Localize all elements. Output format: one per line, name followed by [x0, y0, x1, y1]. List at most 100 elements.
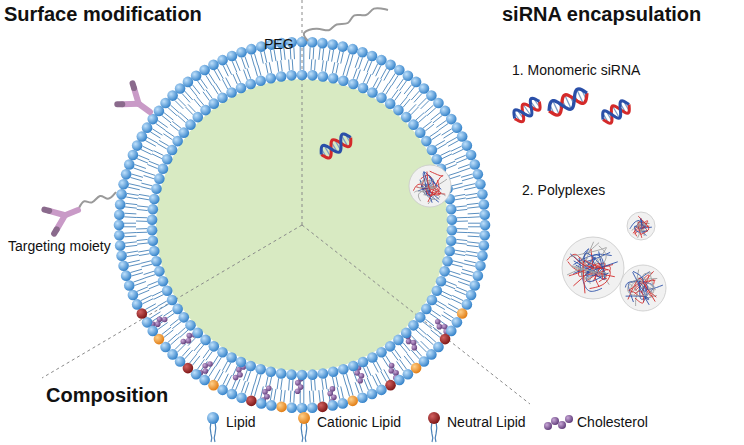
- lipid-head: [447, 214, 458, 225]
- lipid-tail: [226, 78, 231, 88]
- lipid-tail: [141, 264, 152, 267]
- lipid-head: [227, 51, 238, 62]
- lipid-tail: [314, 60, 316, 71]
- lipid-tail: [418, 115, 426, 122]
- cholesterol: [411, 340, 417, 346]
- lipid-tail: [277, 378, 279, 389]
- lipid-tail: [145, 304, 156, 310]
- lipid-tail: [463, 264, 475, 267]
- lipid-tail: [131, 273, 143, 276]
- lipid-tail: [129, 264, 141, 267]
- lipid-head: [452, 122, 463, 133]
- lipid-tail: [341, 386, 344, 398]
- lipid-tail: [454, 254, 465, 256]
- lipid-tail: [137, 209, 148, 210]
- lipid-tail: [139, 194, 150, 196]
- lipid-head: [128, 290, 139, 301]
- lipid-head: [421, 304, 432, 315]
- lipid-tail: [458, 165, 469, 169]
- lipid-head: [479, 199, 490, 210]
- lipid-tail: [446, 281, 456, 285]
- lipid-head: [367, 389, 378, 400]
- lipid-head: [147, 225, 158, 236]
- lipid-head: [124, 280, 135, 291]
- lipid-head: [385, 98, 396, 109]
- lipid-tail: [142, 146, 153, 151]
- lipid-head: [348, 79, 359, 90]
- lipid-head: [149, 194, 160, 205]
- lipid-tail: [165, 131, 174, 137]
- cholesterol: [437, 324, 443, 330]
- lipid-head: [158, 276, 169, 287]
- lipid-tail: [163, 310, 172, 316]
- lipid-tail: [130, 269, 142, 272]
- lipid-tail: [222, 361, 227, 371]
- cholesterol: [157, 317, 163, 323]
- lipid-tail: [131, 174, 143, 177]
- lipid-tail: [233, 74, 237, 84]
- lipid-head: [132, 299, 143, 310]
- lipid-tail: [322, 379, 324, 390]
- neutral-lipid-icon: [428, 412, 440, 442]
- lipid-tail: [421, 100, 429, 108]
- lipid-head: [118, 260, 129, 271]
- lipid-tail: [140, 187, 151, 190]
- sirna-helix: [600, 98, 633, 125]
- lipid-tail: [293, 391, 295, 403]
- lipid-tail: [254, 53, 257, 65]
- lipid-tail: [456, 239, 467, 240]
- lipid-head: [118, 179, 129, 190]
- lipid-tail: [336, 376, 338, 387]
- lipid-head: [236, 392, 247, 403]
- lipid-head: [446, 235, 457, 246]
- lipid-tail: [364, 60, 369, 71]
- lipid-tail: [427, 334, 436, 342]
- lipid-tail: [442, 291, 452, 296]
- lipid-head: [477, 189, 488, 200]
- lipid-tail: [172, 121, 181, 128]
- lipid-tail: [311, 59, 313, 70]
- lipid-tail: [217, 68, 223, 79]
- lipid-tail: [177, 344, 185, 352]
- lipid-tail: [465, 193, 477, 195]
- lipid-tail: [456, 206, 467, 207]
- legend-label: Cationic Lipid: [317, 414, 401, 430]
- lipid-tail: [461, 273, 473, 276]
- lipid-tail: [452, 149, 463, 154]
- lipid-head: [137, 131, 148, 142]
- lipid-tail: [266, 63, 268, 74]
- lipid-head: [286, 402, 297, 413]
- lipid-tail: [242, 58, 246, 69]
- lipid-tail: [288, 379, 290, 390]
- lipid-tail: [124, 232, 136, 234]
- lipid-tail: [411, 107, 419, 115]
- lipid-tail: [337, 51, 340, 63]
- lipid-tail: [209, 73, 215, 83]
- lipid-head: [427, 295, 438, 306]
- lipid-head: [217, 347, 228, 358]
- lipid-tail: [453, 261, 464, 264]
- lipid-tail: [350, 54, 353, 66]
- lipid-head: [479, 230, 490, 241]
- lipid-head: [338, 364, 349, 375]
- lipid-tail: [266, 376, 268, 387]
- lipid-tail: [456, 209, 467, 210]
- lipid-head: [148, 235, 159, 246]
- lipid-tail: [364, 379, 369, 390]
- lipid-head: [208, 60, 219, 71]
- lipid-tail: [245, 56, 249, 67]
- lipid-tail: [182, 93, 190, 102]
- lipid-head: [307, 402, 318, 413]
- lipid-tail: [466, 251, 478, 253]
- lipid-head: [347, 44, 358, 55]
- lipid-head: [394, 375, 405, 386]
- lipid-tail: [386, 85, 392, 94]
- lipid-head: [328, 73, 339, 84]
- lipid-head: [276, 368, 287, 379]
- sirna-helix: [318, 131, 354, 160]
- lipid-tail: [373, 363, 378, 373]
- lipid-head: [357, 392, 368, 403]
- lipid-head: [297, 70, 308, 81]
- lipid-tail: [133, 168, 144, 172]
- lipid-head: [167, 295, 178, 306]
